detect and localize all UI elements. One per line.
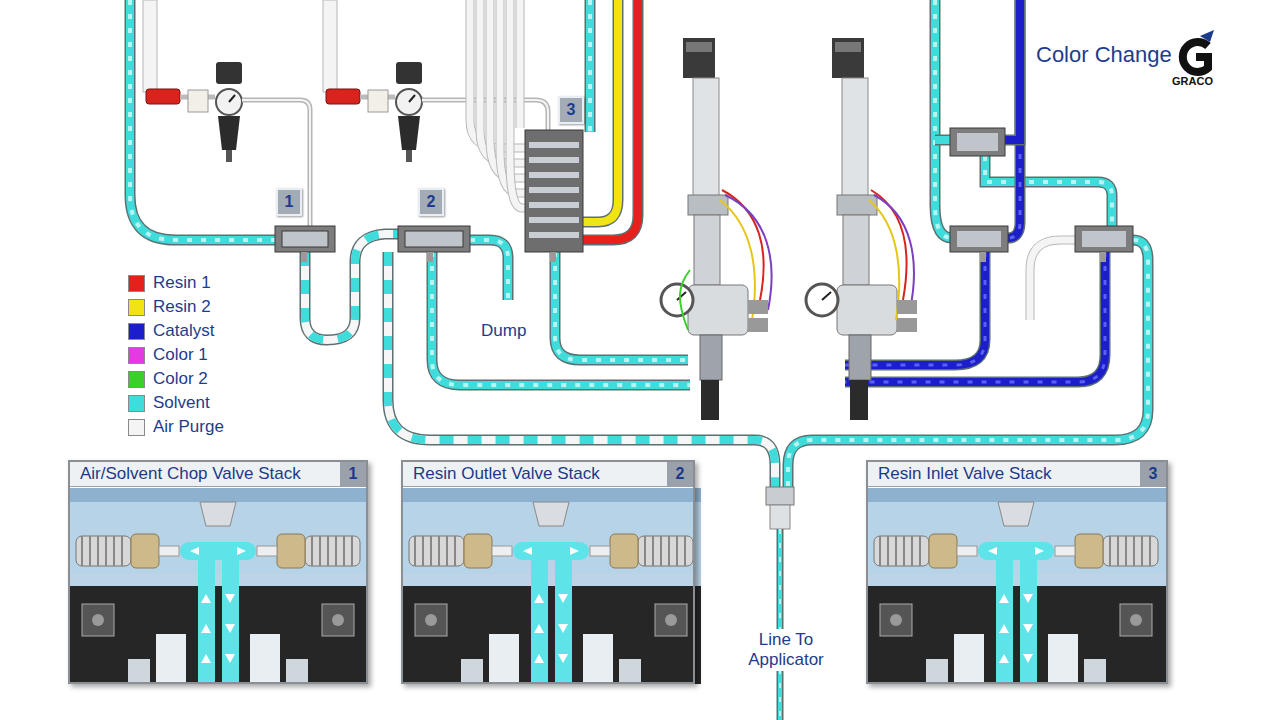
legend-swatch xyxy=(128,419,145,436)
legend-text: Color 2 xyxy=(153,369,208,389)
panel-header: Resin Outlet Valve Stack 2 xyxy=(403,462,693,487)
legend-swatch xyxy=(128,371,145,388)
legend-row: Resin 1 xyxy=(128,271,224,295)
diagram-title: Color Change xyxy=(1036,42,1172,68)
legend-text: Color 1 xyxy=(153,345,208,365)
panel-header: Air/Solvent Chop Valve Stack 1 xyxy=(70,462,366,487)
legend-text: Air Purge xyxy=(153,417,224,437)
legend-row: Catalyst xyxy=(128,319,224,343)
panel-title: Resin Inlet Valve Stack xyxy=(868,464,1052,484)
legend-text: Solvent xyxy=(153,393,210,413)
legend-row: Color 2 xyxy=(128,367,224,391)
callout-number: 2 xyxy=(667,462,693,486)
legend-row: Solvent xyxy=(128,391,224,415)
legend-text: Resin 1 xyxy=(153,273,211,293)
inset-panel: Resin Outlet Valve Stack 2 xyxy=(401,460,695,684)
legend: Resin 1 Resin 2 CatalystColor 1 Color 2 Solv… xyxy=(128,271,224,439)
callout-number: 3 xyxy=(1140,462,1166,486)
callout-number: 2 xyxy=(418,188,444,216)
dump-label: Dump xyxy=(481,321,526,341)
legend-swatch xyxy=(128,347,145,364)
panel-title: Air/Solvent Chop Valve Stack xyxy=(70,464,301,484)
logo-text: GRACO xyxy=(1172,75,1213,87)
callout-number: 1 xyxy=(276,188,302,216)
legend-swatch xyxy=(128,275,145,292)
legend-swatch xyxy=(128,323,145,340)
legend-row: Color 1 xyxy=(128,343,224,367)
legend-row: Air Purge xyxy=(128,415,224,439)
legend-row: Resin 2 xyxy=(128,295,224,319)
legend-swatch xyxy=(128,299,145,316)
applicator-label: Line To Applicator xyxy=(736,629,836,671)
callout-number: 1 xyxy=(340,462,366,486)
inset-panel: Air/Solvent Chop Valve Stack 1 xyxy=(68,460,368,684)
legend-swatch xyxy=(128,395,145,412)
legend-text: Resin 2 xyxy=(153,297,211,317)
legend-text: Catalyst xyxy=(153,321,214,341)
callout-number: 3 xyxy=(558,96,584,124)
panel-header: Resin Inlet Valve Stack 3 xyxy=(868,462,1166,487)
inset-panel: Resin Inlet Valve Stack 3 xyxy=(866,460,1168,684)
panel-title: Resin Outlet Valve Stack xyxy=(403,464,600,484)
